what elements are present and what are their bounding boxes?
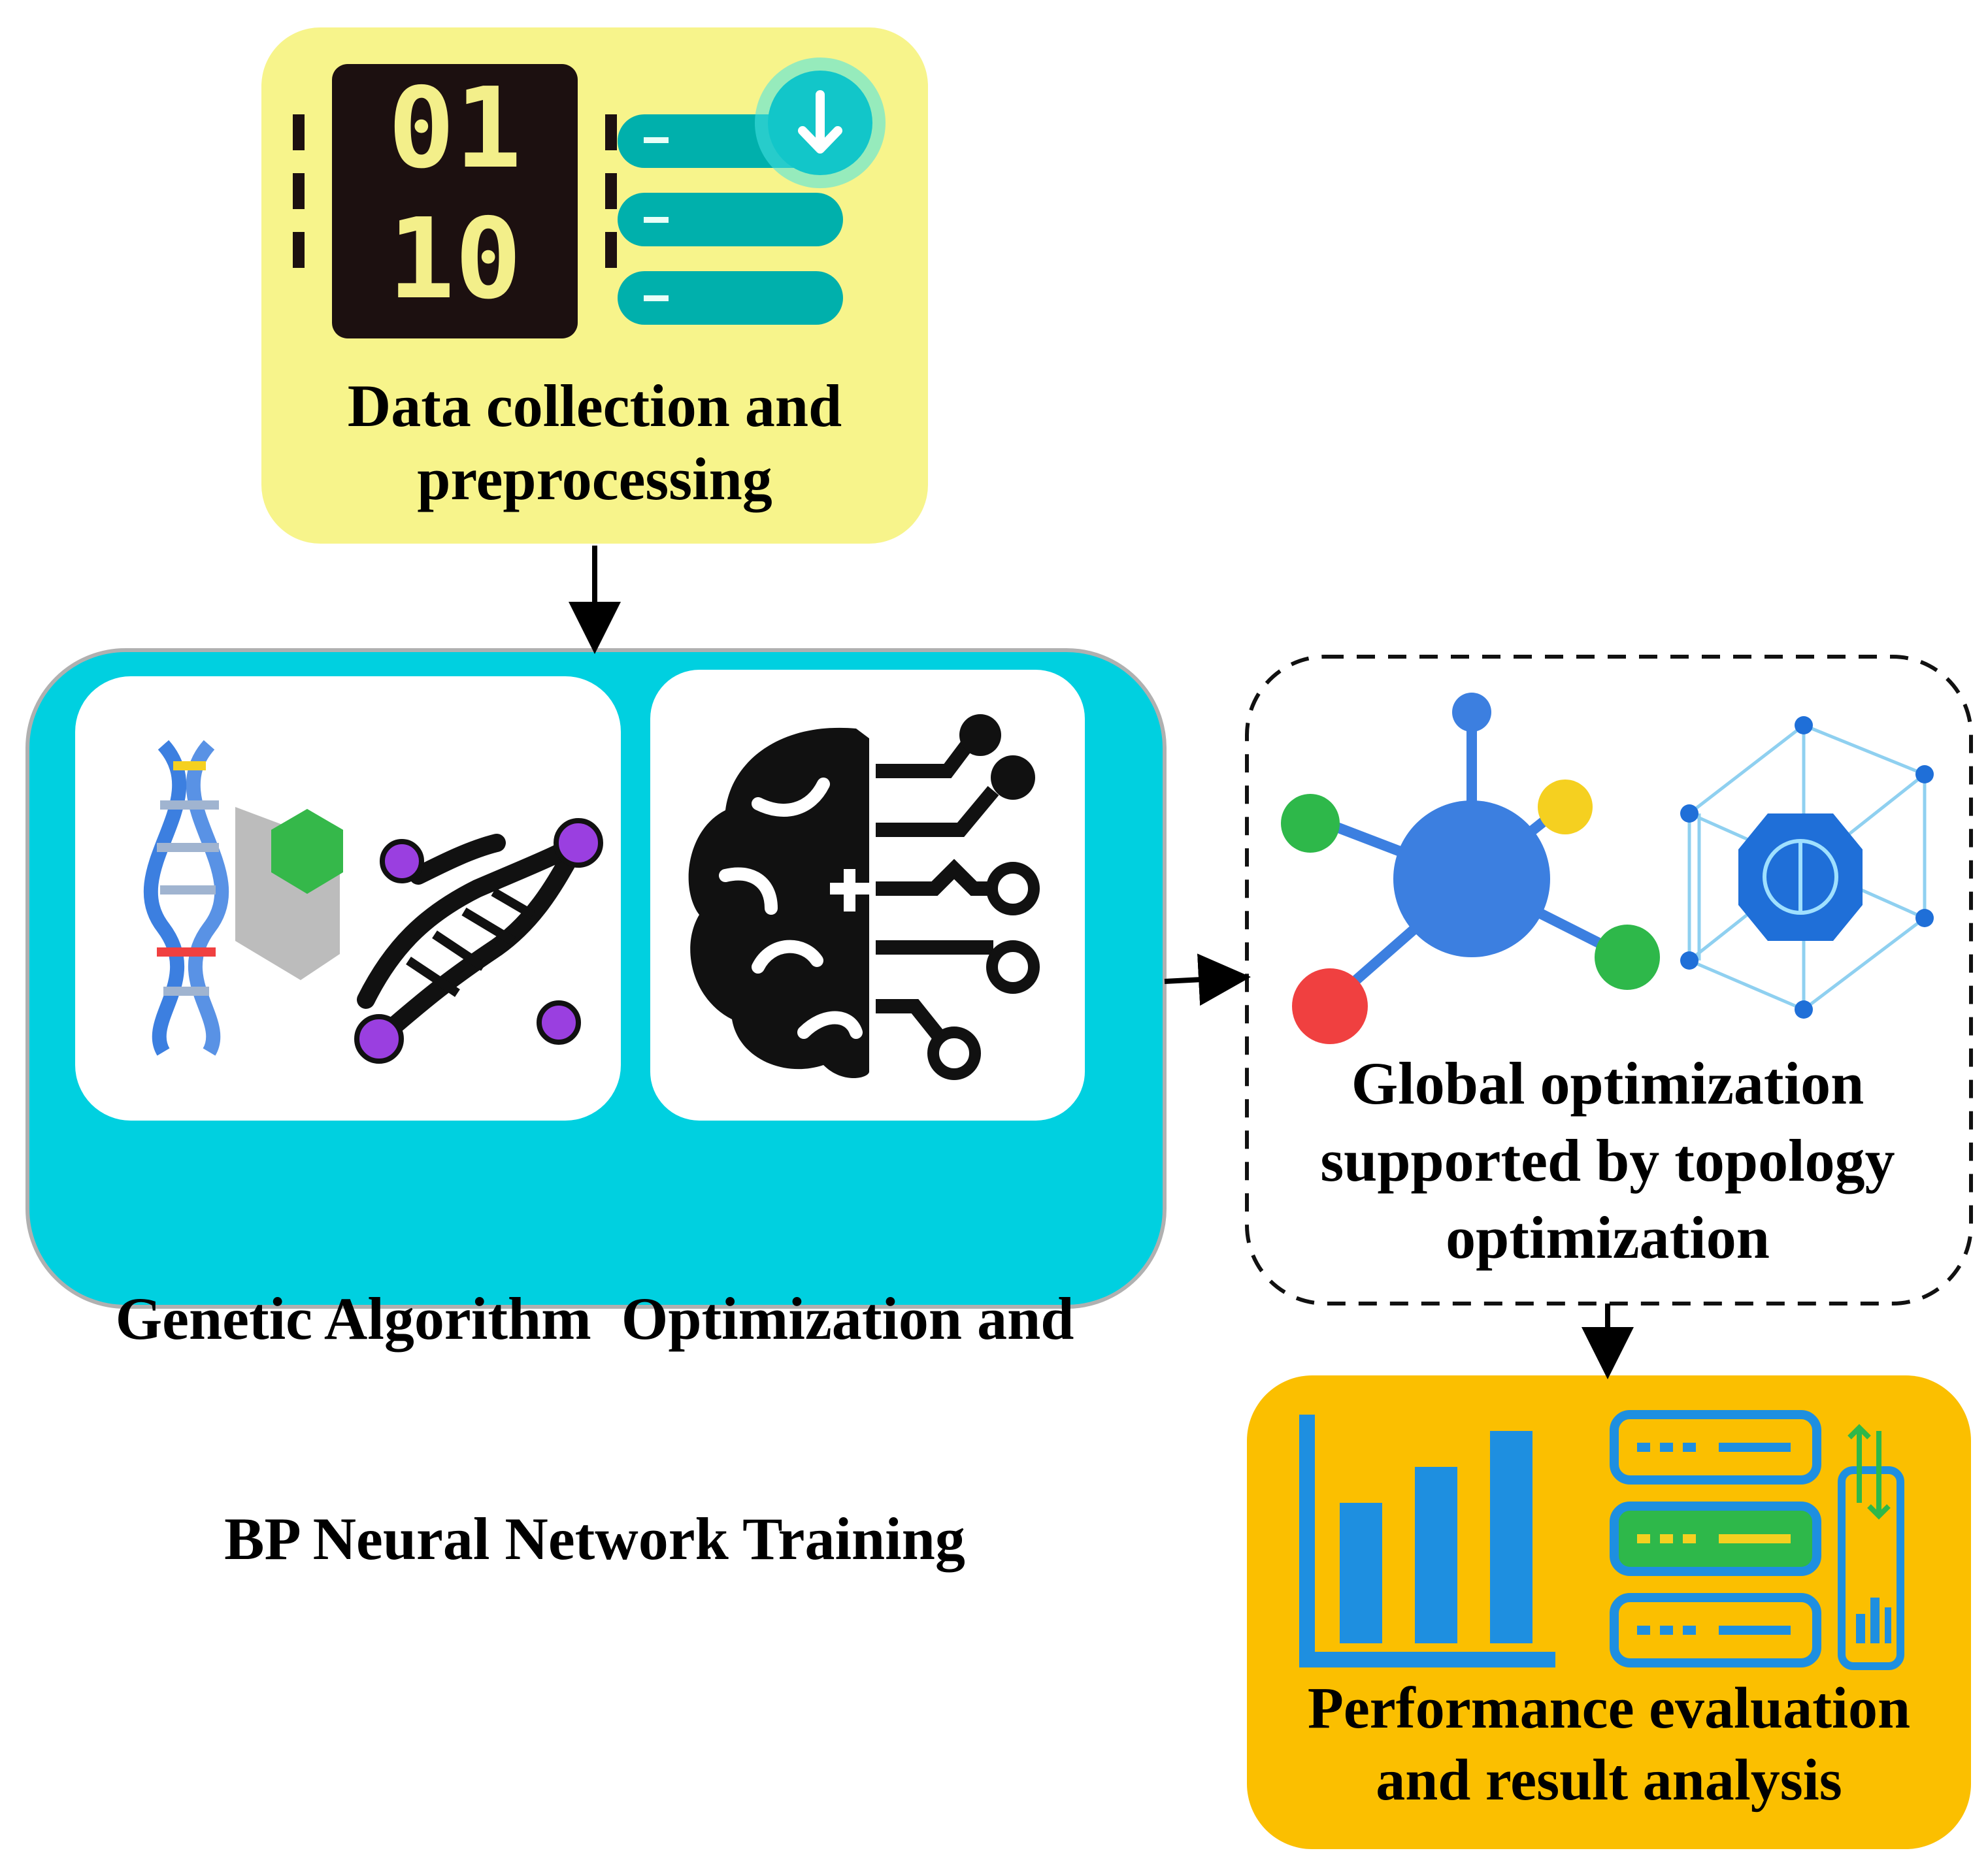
binary-digits-top: 01 (388, 64, 522, 193)
global-opt-label: Global optimization supported by topolog… (1261, 1045, 1954, 1276)
dna-icon (143, 740, 603, 1064)
performance-label: Performance evaluation and result analys… (1255, 1673, 1963, 1816)
arrow-gabp-to-global (1164, 953, 1251, 1006)
binary-digits-bottom: 10 (388, 195, 522, 324)
network-hub-icon (1281, 693, 1660, 1044)
global-opt-label-line3: optimization (1446, 1204, 1770, 1271)
ga-bp-label-line1: Genetic Algorithm Optimization and (115, 1285, 1074, 1353)
ga-bp-label-line2: BP Neural Network Training (224, 1505, 965, 1573)
neural-topology-icon (1680, 716, 1934, 1019)
transfer-phone-icon (1838, 1424, 1904, 1670)
global-opt-label-line2: supported by topology (1320, 1126, 1895, 1194)
binary-chip-icon: 01 10 (293, 64, 617, 338)
data-collection-label-line2: preprocessing (417, 446, 772, 513)
ga-bp-label: Genetic Algorithm Optimization and BP Ne… (39, 1136, 1150, 1649)
performance-label-line2: and result analysis (1376, 1747, 1842, 1813)
server-icon (1610, 1410, 1821, 1667)
data-collection-label: Data collection and preprocessing (281, 369, 908, 516)
brain-circuit-icon (688, 714, 1040, 1080)
global-opt-label-line1: Global optimization (1351, 1050, 1864, 1117)
performance-label-line1: Performance evaluation (1307, 1676, 1911, 1741)
data-collection-label-line1: Data collection and (347, 372, 842, 439)
bar-chart-icon (1299, 1415, 1555, 1667)
download-icon (755, 57, 886, 188)
